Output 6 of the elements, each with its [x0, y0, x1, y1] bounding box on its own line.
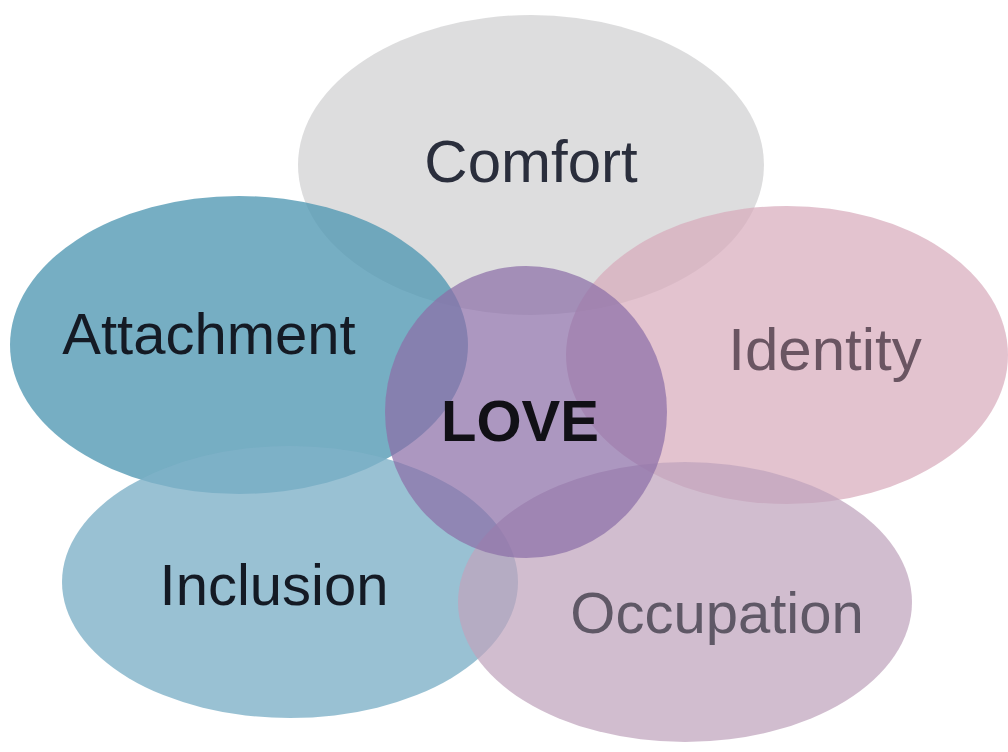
- node-label: Inclusion: [159, 550, 389, 618]
- node-label: LOVE: [441, 386, 599, 454]
- node-label: Identity: [728, 314, 922, 384]
- node-label: Attachment: [62, 299, 356, 367]
- node-label: Comfort: [424, 126, 638, 196]
- node-label: Occupation: [570, 578, 864, 646]
